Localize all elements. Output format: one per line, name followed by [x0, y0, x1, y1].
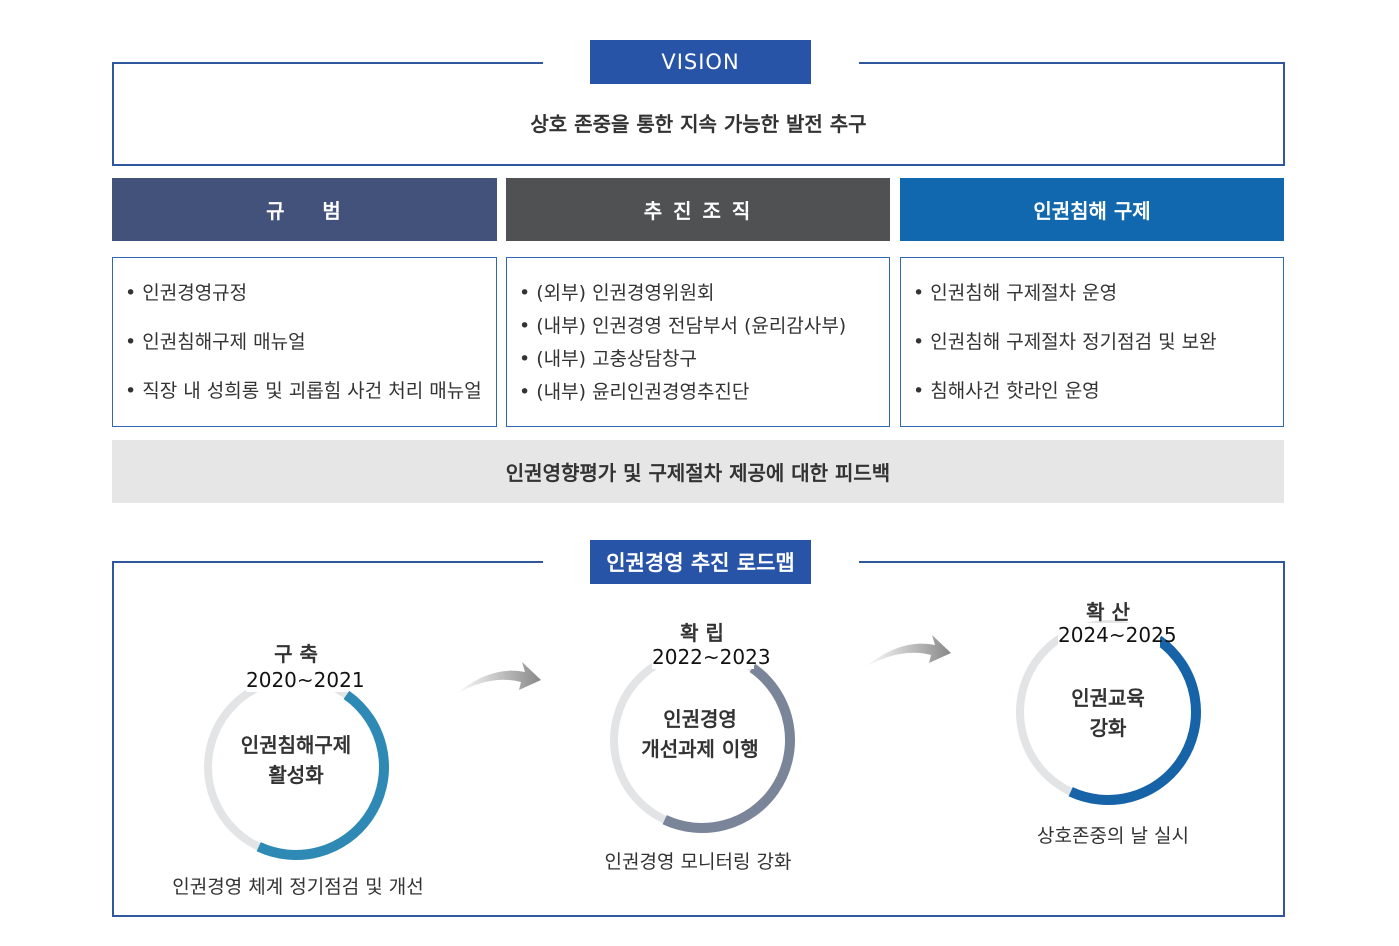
list-item: (외부) 인권경영위원회	[519, 282, 877, 304]
vision-statement: 상호 존중을 통한 지속 가능한 발전 추구	[530, 112, 867, 136]
stage-title: 구 축	[274, 642, 318, 666]
list-item: 직장 내 성희롱 및 괴롭힘 사건 처리 매뉴얼	[125, 380, 484, 402]
list-item: (내부) 고충상담창구	[519, 348, 877, 370]
stage-caption: 인권경영 체계 정기점검 및 개선	[172, 876, 424, 898]
list-item: 인권침해 구제절차 운영	[913, 282, 1271, 304]
stage-years: 2024~2025	[1058, 623, 1177, 647]
arrow-right-icon	[864, 635, 951, 668]
stage-caption: 상호존중의 날 실시	[1037, 825, 1189, 847]
list-item: 침해사건 핫라인 운영	[913, 380, 1271, 402]
norms-list: 인권경영규정 인권침해구제 매뉴얼 직장 내 성희롱 및 괴롭힘 사건 처리 매…	[112, 257, 497, 427]
stage-years: 2020~2021	[246, 668, 365, 692]
list-item: (내부) 윤리인권경영추진단	[519, 381, 877, 403]
stage-caption: 인권경영 모니터링 강화	[604, 851, 792, 873]
list-item: 인권침해구제 매뉴얼	[125, 331, 484, 353]
feedback-bar: 인권영향평가 및 구제절차 제공에 대한 피드백	[112, 440, 1284, 503]
arrow-right-icon	[455, 662, 541, 695]
list-item: 인권침해 구제절차 정기점검 및 보완	[913, 331, 1271, 353]
stage-center-line: 인권경영	[663, 707, 737, 731]
stage-title: 확 산	[1086, 600, 1130, 624]
stage-progress-arc	[203, 674, 389, 860]
header-remedy: 인권침해 구제	[900, 178, 1284, 241]
stage-center-line: 인권침해구제	[240, 733, 352, 757]
stage-center-line: 인권교육	[1071, 686, 1145, 710]
vision-label: VISION	[590, 40, 811, 84]
stage-title: 확 립	[680, 621, 724, 645]
stage-center-line: 강화	[1089, 716, 1127, 740]
organization-list: (외부) 인권경영위원회 (내부) 인권경영 전담부서 (윤리감사부) (내부)…	[506, 257, 890, 427]
stage-years: 2022~2023	[652, 645, 771, 669]
remedy-list: 인권침해 구제절차 운영 인권침해 구제절차 정기점검 및 보완 침해사건 핫라…	[900, 257, 1284, 427]
header-organization: 추 진 조 직	[506, 178, 890, 241]
stage-center-line: 활성화	[268, 763, 324, 787]
list-item: 인권경영규정	[125, 282, 484, 304]
list-item: (내부) 인권경영 전담부서 (윤리감사부)	[519, 315, 877, 337]
header-norms: 규 범	[112, 178, 497, 241]
roadmap-label: 인권경영 추진 로드맵	[590, 540, 811, 584]
stage-center-line: 개선과제 이행	[641, 737, 759, 761]
